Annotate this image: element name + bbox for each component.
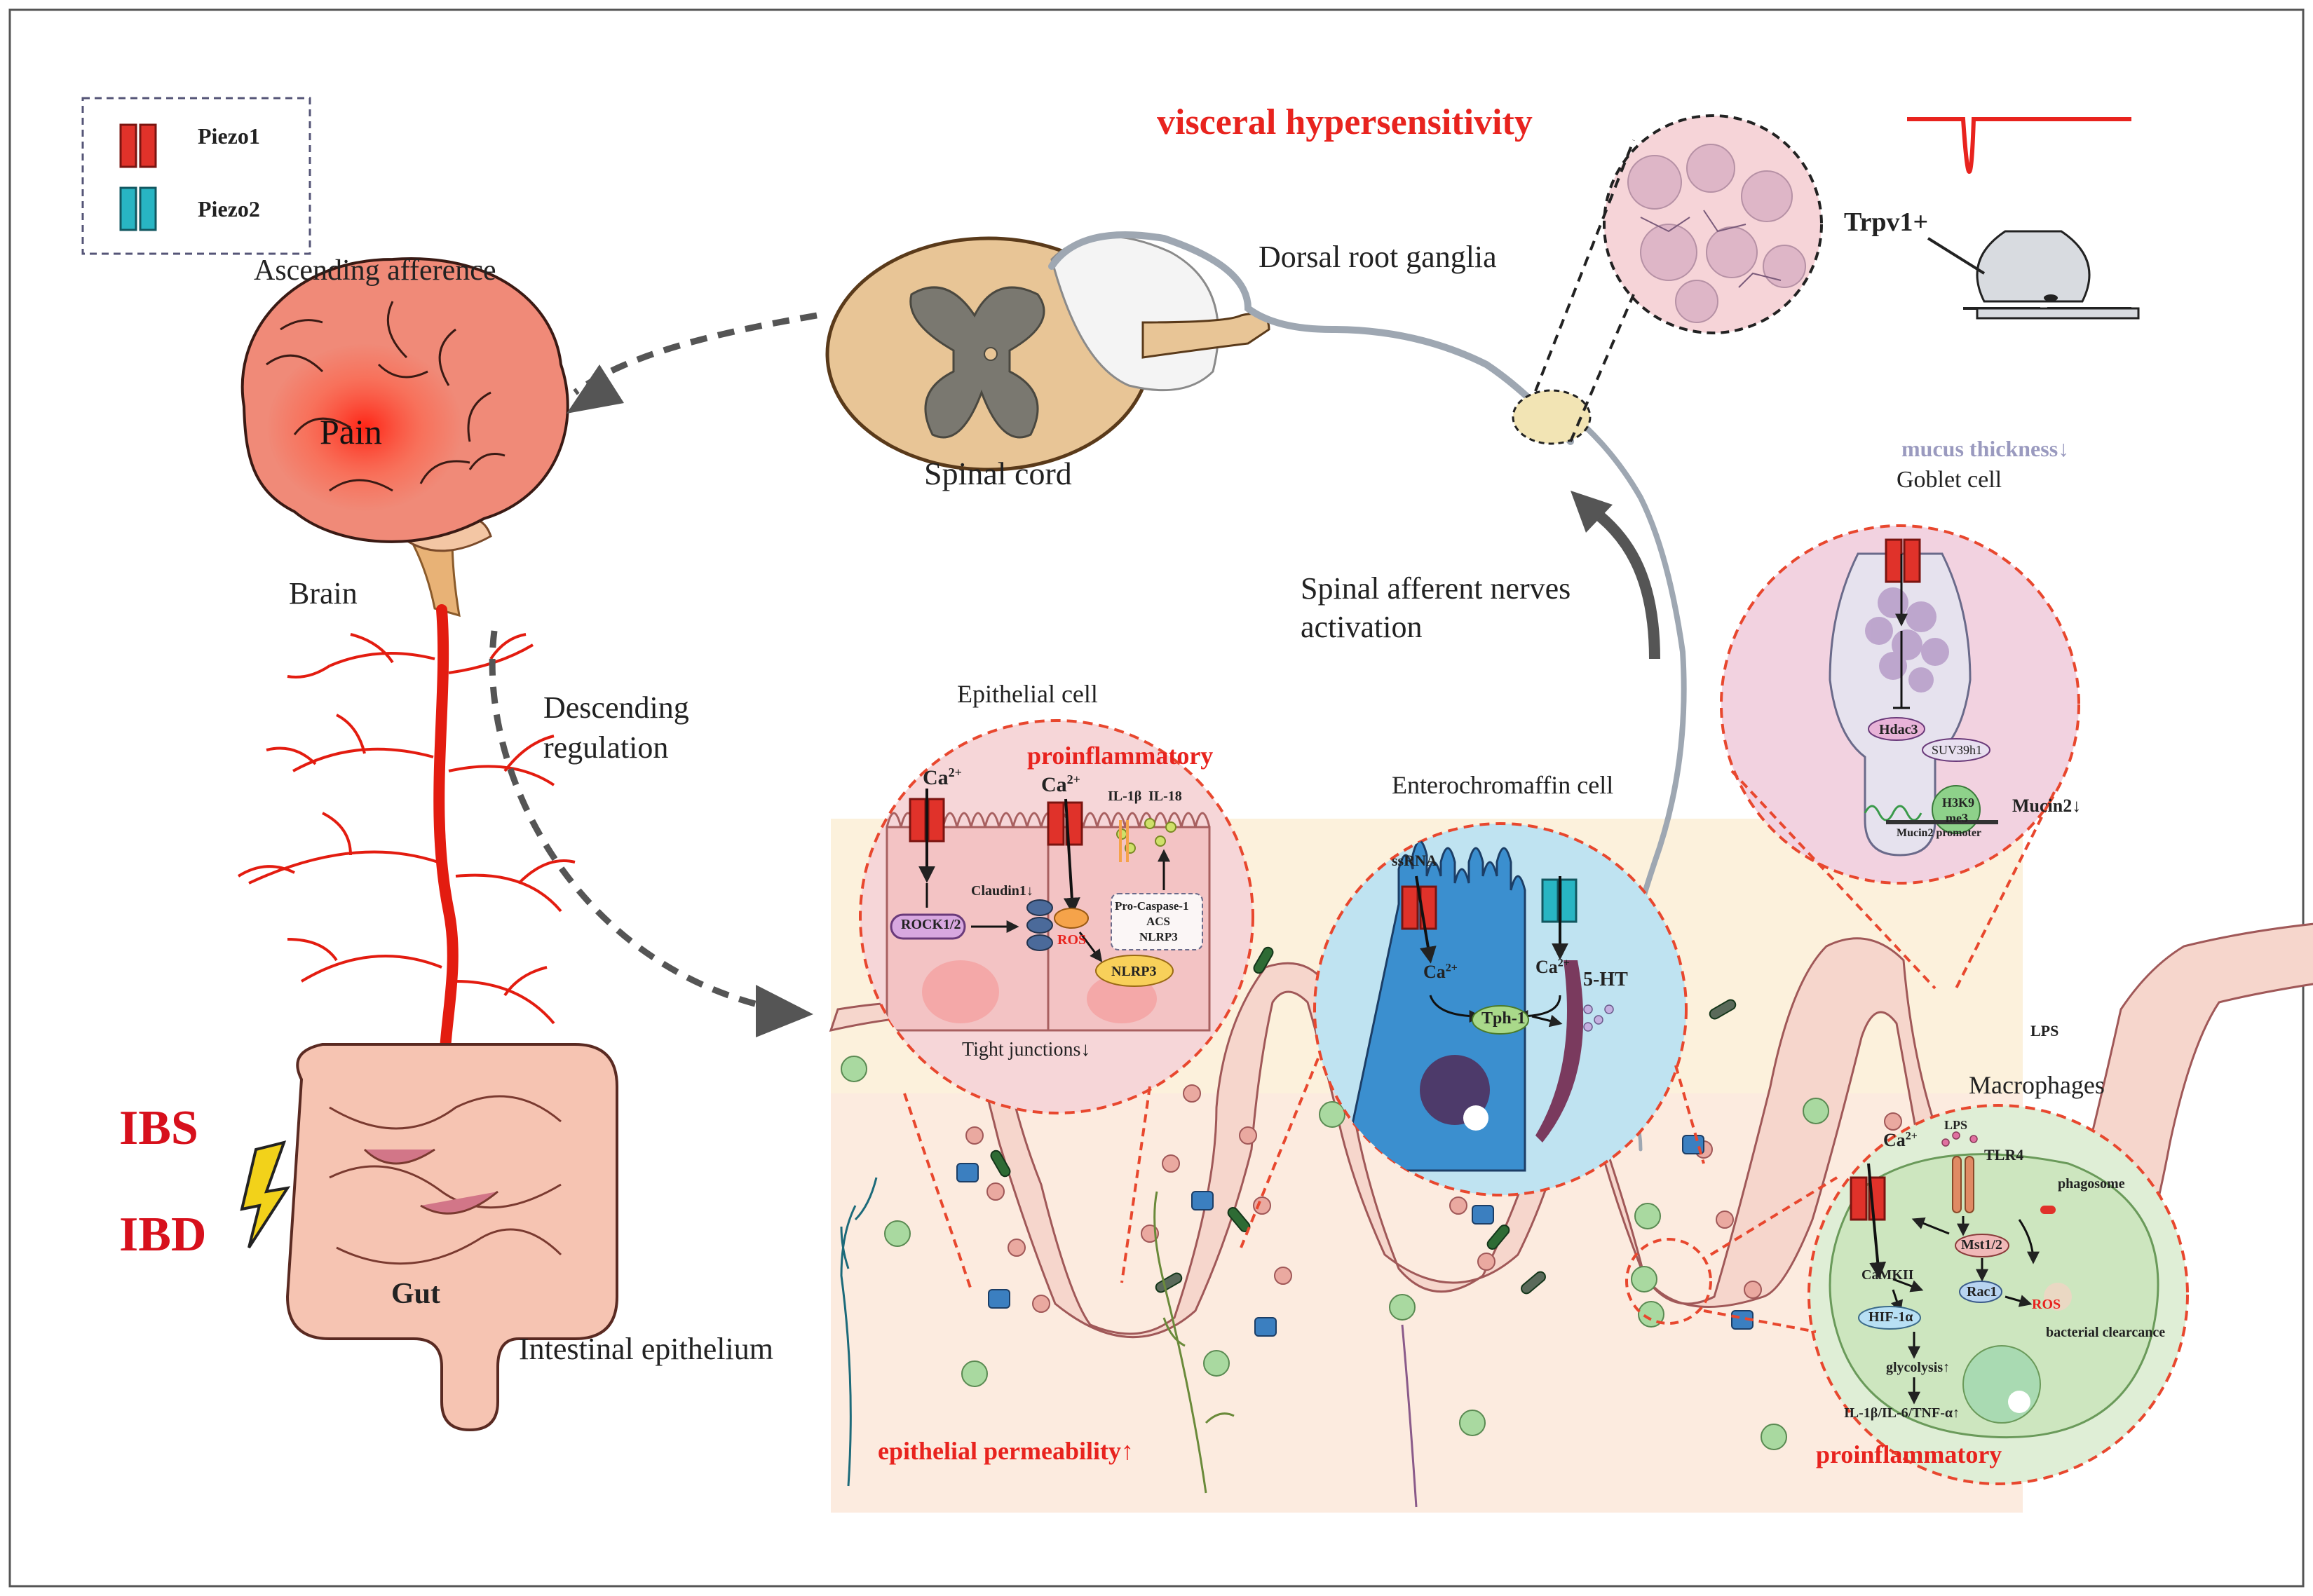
rock-label: ROCK1/2 bbox=[901, 917, 961, 932]
ibs-label: IBS bbox=[119, 1101, 198, 1155]
ec-ca-label-1: Ca2+ bbox=[1423, 962, 1458, 982]
glycolysis-label: glycolysis↑ bbox=[1886, 1360, 1951, 1375]
epithelial-ca-label-1: Ca2+ bbox=[923, 765, 962, 789]
macrophages-title: Macrophages bbox=[1969, 1071, 2105, 1099]
spinal-cord-illustration bbox=[825, 235, 1270, 472]
serotonin-label: 5-HT bbox=[1583, 969, 1628, 990]
ssrna-label: ssRNA bbox=[1392, 852, 1437, 869]
legend-piezo1-label: Piezo1 bbox=[198, 123, 260, 149]
ec-ca-label-2: Ca2+ bbox=[1535, 957, 1570, 977]
spinal-cord-label: Spinal cord bbox=[924, 456, 1072, 491]
camkii-label: CaMKII bbox=[1861, 1267, 1914, 1283]
epithelial-ca-label-2: Ca2+ bbox=[1041, 772, 1080, 796]
epithelial-cell-title: Epithelial cell bbox=[957, 680, 1098, 708]
lightning-icon bbox=[240, 1140, 291, 1249]
acs-label: ACS bbox=[1146, 915, 1171, 928]
ascending-afference-label: Ascending afference bbox=[254, 254, 496, 287]
mac-ca-label: Ca2+ bbox=[1883, 1130, 1918, 1150]
drg-magnified-circle bbox=[1603, 114, 1823, 334]
phagosome-label: phagosome bbox=[2058, 1176, 2125, 1192]
mac-proinflammatory-label: proinflammatory bbox=[1816, 1440, 2002, 1468]
cytokines-label: IL-1β/IL-6/TNF-α↑ bbox=[1844, 1405, 1960, 1421]
legend-box bbox=[81, 97, 311, 255]
mac-lps-label: LPS bbox=[1944, 1118, 1968, 1132]
epithelial-proinflammatory-label: proinflammatory bbox=[1027, 742, 1214, 770]
claudin-label: Claudin1↓ bbox=[971, 883, 1033, 899]
mst-label: Mst1/2 bbox=[1961, 1237, 2002, 1253]
spinal-afferent-label-2: activation bbox=[1301, 610, 1423, 644]
enterochromaffin-title: Enterochromaffin cell bbox=[1392, 771, 1614, 799]
mucus-thickness-label: mucus thickness↓ bbox=[1901, 436, 2070, 461]
legend-piezo2-icon bbox=[119, 186, 157, 231]
tight-junctions-label: Tight junctions↓ bbox=[962, 1039, 1091, 1060]
epithelial-permeability-label: epithelial permeability↑ bbox=[878, 1437, 1134, 1465]
brain-illustration bbox=[240, 257, 569, 618]
dorsal-root-ganglia-label: Dorsal root ganglia bbox=[1259, 240, 1497, 274]
nlrp3-label: NLRP3 bbox=[1111, 964, 1157, 979]
mucin2-promoter-label: Mucin2 promoter bbox=[1897, 827, 1982, 839]
claudin-icon bbox=[1026, 899, 1053, 951]
mitochondria-icon bbox=[1054, 908, 1089, 929]
gut-label: Gut bbox=[391, 1278, 441, 1310]
visceral-hypersensitivity-label: visceral hypersensitivity bbox=[1157, 102, 1533, 142]
enteric-nerve-fibers-2 bbox=[1153, 1191, 1235, 1494]
hdac3-label: Hdac3 bbox=[1879, 722, 1918, 737]
enterochromaffin-cell-circle bbox=[1313, 822, 1688, 1196]
goblet-cell-title: Goblet cell bbox=[1897, 467, 2002, 493]
ros-label: ROS bbox=[1057, 932, 1087, 948]
gut-illustration bbox=[285, 1043, 618, 1432]
h3k9-label-2: me3 bbox=[1946, 811, 1968, 825]
goblet-cell-circle bbox=[1720, 524, 2080, 885]
mucin2-label: Mucin2↓ bbox=[2012, 796, 2082, 816]
patch-clamp-illustration bbox=[1907, 117, 2140, 320]
pain-label: Pain bbox=[320, 412, 382, 451]
mac-ros-label: ROS bbox=[2032, 1297, 2061, 1312]
tph1-label: Tph-1 bbox=[1481, 1009, 1526, 1028]
trpv1-label: Trpv1+ bbox=[1844, 207, 1929, 237]
ibd-label: IBD bbox=[119, 1208, 207, 1262]
bacteria bbox=[990, 946, 1737, 1295]
bacterial-clearance-label: bacterial clearcance bbox=[2046, 1325, 2166, 1340]
drg-neuron bbox=[1512, 389, 1592, 445]
rac1-label: Rac1 bbox=[1967, 1284, 1997, 1300]
intestinal-epithelium-label: Intestinal epithelium bbox=[519, 1332, 773, 1366]
nlrp3-box-label: NLRP3 bbox=[1139, 930, 1178, 943]
il18-label: IL-18 bbox=[1148, 789, 1182, 804]
immune-cells bbox=[841, 1056, 1829, 1450]
h3k9-label-1: H3K9 bbox=[1942, 796, 1975, 810]
il1b-label: IL-1β bbox=[1108, 789, 1142, 804]
spinal-afferent-label-1: Spinal afferent nerves bbox=[1301, 571, 1571, 606]
enteric-nerve-fibers bbox=[840, 1177, 878, 1487]
descending-label-1: Descending bbox=[543, 690, 689, 725]
descending-label-2: regulation bbox=[543, 730, 669, 765]
procaspase-label: Pro-Caspase-1 bbox=[1115, 899, 1189, 913]
hif-label: HIF-1α bbox=[1868, 1309, 1913, 1325]
legend-piezo1-icon bbox=[119, 123, 157, 168]
suv39h1-label: SUV39h1 bbox=[1932, 743, 1983, 757]
epithelial-cell-circle bbox=[859, 719, 1254, 1114]
brain-label: Brain bbox=[289, 576, 358, 611]
lps-epithelium-label: LPS bbox=[2030, 1022, 2059, 1039]
macrophage-circle bbox=[1807, 1104, 2189, 1485]
tlr4-label: TLR4 bbox=[1984, 1146, 2024, 1164]
legend-piezo2-label: Piezo2 bbox=[198, 196, 260, 221]
descending-arrow bbox=[489, 630, 779, 1013]
spinal-nerve-tree bbox=[237, 604, 576, 1099]
small-macrophage-circle bbox=[1625, 1238, 1712, 1325]
